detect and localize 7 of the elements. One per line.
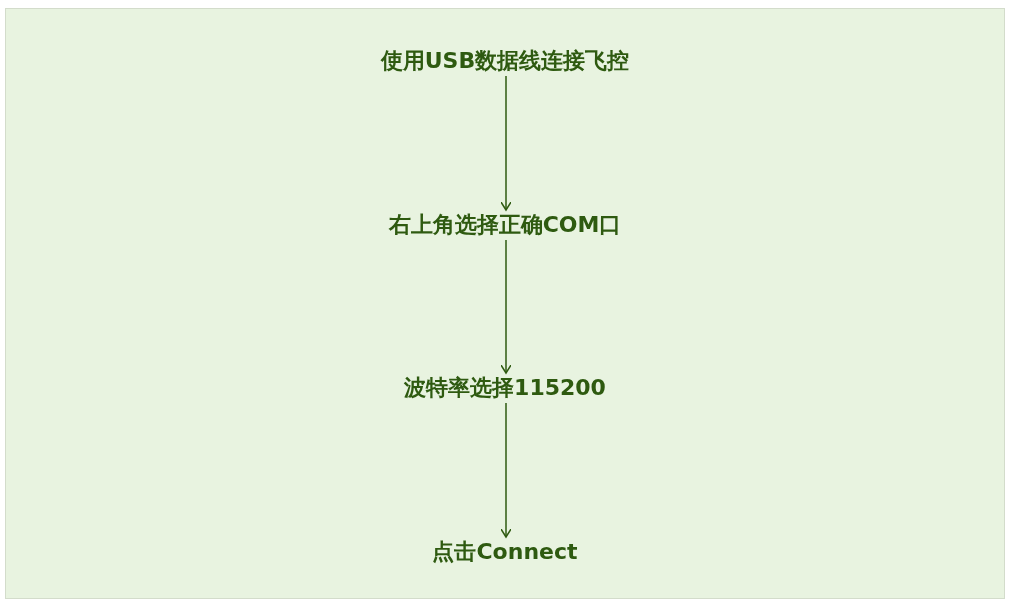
step-text: 波特率选择115200 — [404, 373, 606, 403]
arrow — [500, 239, 512, 374]
arrow — [500, 402, 512, 538]
step-text: 使用USB数据线连接飞控 — [380, 46, 630, 76]
step-text: 点击Connect — [432, 537, 578, 567]
step-text: 右上角选择正确COM口 — [388, 210, 622, 240]
arrow — [500, 75, 512, 211]
